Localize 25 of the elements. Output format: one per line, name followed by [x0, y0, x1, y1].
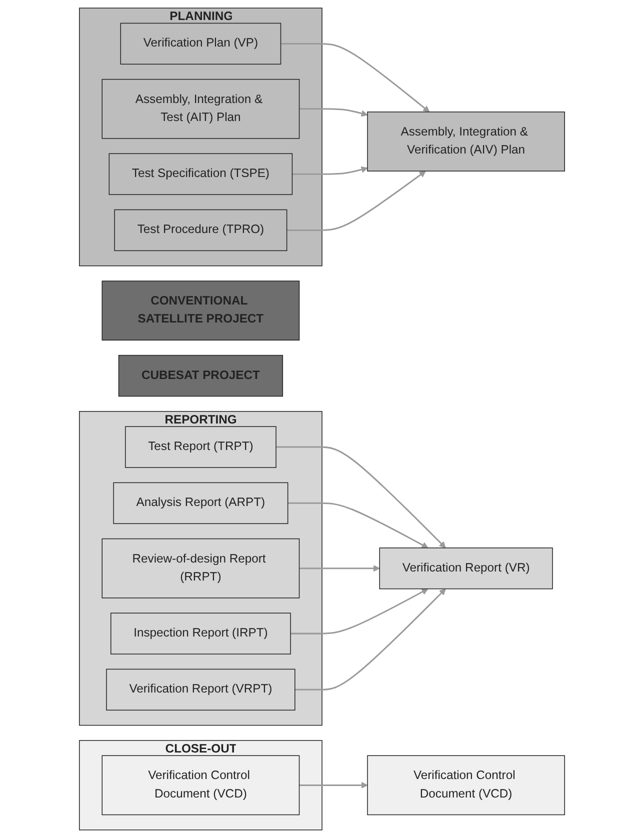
arrow — [299, 565, 380, 572]
arrow — [299, 108, 368, 117]
node-box: Test Report (TRPT) — [125, 426, 276, 468]
arrow — [299, 782, 368, 789]
arrow — [288, 502, 428, 548]
node-box: Test Specification (TSPE) — [108, 153, 293, 195]
node-box: Verification Control Document (VCD) — [102, 755, 300, 816]
node-box: Analysis Report (ARPT) — [113, 482, 288, 524]
node-box: Assembly, Integration & Test (AIT) Plan — [102, 78, 300, 139]
node-box: Review-of-design Report (RRPT) — [102, 538, 300, 598]
arrow — [276, 446, 446, 548]
arrow — [280, 42, 430, 112]
arrow — [292, 166, 368, 175]
node-box: CUBESAT PROJECT — [118, 354, 284, 397]
node-box: Test Procedure (TPRO) — [114, 209, 288, 252]
node-box: Inspection Report (IRPT) — [110, 612, 291, 654]
node-box: Verification Report (VR) — [379, 548, 553, 590]
node-box: Assembly, Integration & Verification (AIV) Plan — [367, 112, 565, 172]
node-box: Verification Report (VRPT) — [106, 668, 296, 711]
node-box: Verification Plan (VP) — [120, 22, 282, 65]
node-box: CONVENTIONAL SATELLITE PROJECT — [102, 280, 300, 341]
arrow — [294, 588, 446, 690]
node-box: Verification Control Document (VCD) — [367, 755, 565, 816]
arrow — [290, 588, 428, 634]
arrow — [286, 170, 426, 231]
